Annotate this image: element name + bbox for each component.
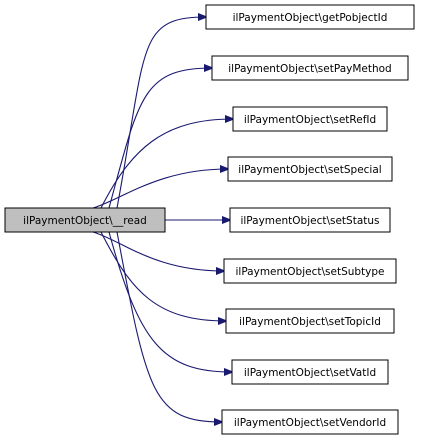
call-edge (108, 231, 232, 372)
target-node-box (232, 106, 388, 132)
target-node-box (223, 258, 397, 284)
target-node[interactable]: ilPaymentObject\setVatId (231, 359, 389, 385)
call-edges (92, 17, 233, 422)
call-edge (100, 231, 226, 321)
target-node-label: ilPaymentObject\setSubtype (235, 266, 384, 278)
target-node[interactable]: ilPaymentObject\setRefId (232, 106, 388, 132)
call-edge (100, 119, 233, 209)
source-node-box (4, 207, 166, 233)
target-node-label: ilPaymentObject\getPobjectId (233, 12, 388, 24)
target-node[interactable]: ilPaymentObject\getPobjectId (205, 4, 415, 30)
target-node-label: ilPaymentObject\setPayMethod (228, 63, 391, 75)
target-node-box (231, 359, 389, 385)
target-node[interactable]: ilPaymentObject\setSubtype (223, 258, 397, 284)
call-edge (116, 17, 206, 209)
target-node-label: ilPaymentObject\setVendorId (234, 417, 386, 429)
call-edge (108, 68, 212, 209)
target-node-box (227, 156, 393, 182)
call-edge (92, 169, 228, 209)
call-edge (92, 231, 224, 271)
target-node[interactable]: ilPaymentObject\setVendorId (221, 409, 399, 435)
target-node-box (211, 55, 409, 81)
source-node[interactable]: ilPaymentObject\__read (4, 207, 166, 233)
target-node-label: ilPaymentObject\setStatus (240, 215, 379, 227)
target-node-label: ilPaymentObject\setVatId (244, 367, 376, 379)
target-node[interactable]: ilPaymentObject\setStatus (229, 207, 391, 233)
call-edge (116, 231, 222, 422)
source-node-label: ilPaymentObject\__read (23, 215, 147, 227)
target-nodes: ilPaymentObject\getPobjectId ilPaymentObj… (205, 4, 415, 435)
target-node[interactable]: ilPaymentObject\setPayMethod (211, 55, 409, 81)
target-node-label: ilPaymentObject\setSpecial (238, 164, 381, 176)
target-node-label: ilPaymentObject\setRefId (244, 114, 376, 126)
target-node[interactable]: ilPaymentObject\setTopicId (225, 308, 395, 334)
target-node-box (221, 409, 399, 435)
target-node[interactable]: ilPaymentObject\setSpecial (227, 156, 393, 182)
target-node-box (229, 207, 391, 233)
target-node-box (225, 308, 395, 334)
target-node-label: ilPaymentObject\setTopicId (239, 316, 381, 328)
target-node-box (205, 4, 415, 30)
